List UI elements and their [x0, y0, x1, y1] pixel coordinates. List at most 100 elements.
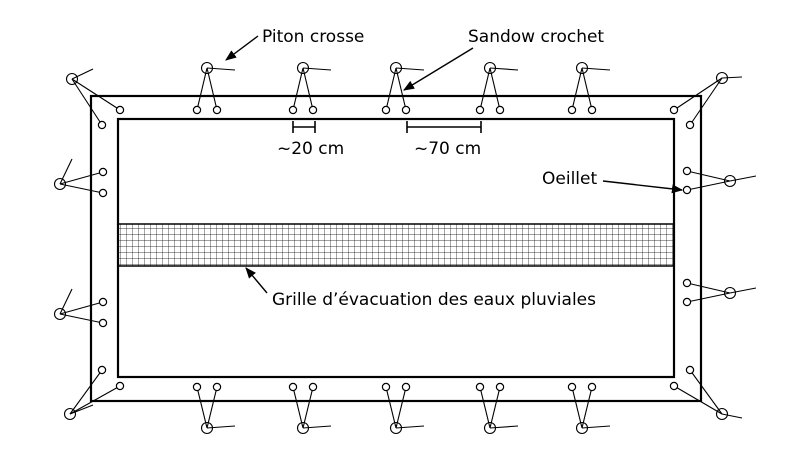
oeillet-arrow [602, 180, 684, 194]
eyelet [288, 382, 298, 392]
eyelet [98, 297, 108, 307]
eyelet [495, 382, 505, 392]
sandow-cord [479, 67, 491, 111]
sandow-cord [689, 369, 723, 415]
eyelet [475, 382, 485, 392]
sandow-cord [292, 67, 304, 111]
sandow-cord [395, 386, 407, 429]
sandow-cord [686, 282, 731, 294]
piton-crosse [53, 307, 67, 321]
eyelet [192, 382, 202, 392]
sandow-cord [59, 301, 104, 315]
piton-crosse [63, 407, 77, 421]
eyelet [682, 185, 692, 195]
eyelet [669, 105, 679, 115]
eyelet [381, 105, 391, 115]
label-spacing-20cm: ~20 cm [277, 139, 344, 159]
piton-crosse-shaft [581, 67, 611, 71]
sandow-cord [206, 386, 218, 429]
piton-crosse-shaft [581, 425, 611, 429]
sandow-cord [689, 77, 723, 126]
eyelet [192, 105, 202, 115]
dimension-70cm [406, 121, 482, 133]
sandow-cord [69, 385, 121, 415]
sandow-cord [69, 369, 103, 415]
sandow-cord [571, 386, 583, 429]
sandow-cord [673, 77, 723, 111]
label-oeillet: Oeillet [542, 169, 597, 189]
eyelet [567, 105, 577, 115]
piton-crosse [723, 174, 737, 188]
eyelet [685, 120, 695, 130]
eyelet [288, 105, 298, 115]
eyelet [98, 167, 108, 177]
sandow-cord [479, 386, 491, 429]
piton-crosse-shaft [721, 76, 743, 79]
eyelet [381, 382, 391, 392]
piton-crosse-shaft [71, 68, 94, 80]
eyelet [475, 105, 485, 115]
sandow-cord [196, 67, 208, 111]
drainage-grid [117, 223, 675, 267]
eyelet [212, 382, 222, 392]
sandow-cord [673, 385, 723, 415]
sandow-cord [489, 67, 501, 111]
sandow-cord [686, 170, 731, 182]
eyelet [567, 382, 577, 392]
hardware-group [53, 61, 757, 435]
piton-crosse-shaft [729, 287, 757, 294]
piton-crosse-shaft [59, 288, 73, 315]
eyelet [587, 382, 597, 392]
piton-crosse-shaft [69, 404, 94, 415]
label-grille: Grille d’évacuation des eaux pluviales [272, 290, 596, 310]
sandow-cord [71, 78, 103, 126]
eyelet [97, 120, 107, 130]
piton-crosse [723, 286, 737, 300]
piton-crosse-shaft [489, 425, 519, 429]
piton-crosse-shaft [721, 413, 743, 419]
grille-arrow [245, 267, 268, 294]
sandow-cord [302, 386, 314, 429]
sandow-cord [59, 171, 104, 185]
sandow-cord [59, 183, 104, 194]
piton-crosse [53, 177, 67, 191]
sandow-arrow [403, 47, 474, 91]
piton-crosse [715, 407, 729, 421]
piton-crosse-shaft [59, 158, 73, 185]
sandow-cord [686, 180, 731, 191]
sandow-cord [385, 67, 397, 111]
piton-crosse-shaft [395, 425, 425, 429]
sandow-cord [581, 67, 593, 111]
sandow-cord [71, 78, 121, 111]
eyelet [98, 188, 108, 198]
sandow-cord [581, 386, 593, 429]
piton-crosse [65, 72, 79, 86]
sandow-cord [196, 386, 208, 429]
sandow-cord [489, 386, 501, 429]
sandow-cord [385, 386, 397, 429]
piton-crosse-shaft [729, 175, 757, 182]
tarp-outer-border [89, 94, 703, 403]
dimension-20cm [292, 121, 316, 133]
eyelet [212, 105, 222, 115]
sandow-cord [302, 67, 314, 111]
eyelet [98, 318, 108, 328]
piton-crosse-shaft [206, 425, 236, 429]
sandow-cord [686, 292, 731, 303]
piton-crosse-shaft [302, 425, 332, 429]
eyelet [401, 382, 411, 392]
label-sandow-crochet: Sandow crochet [468, 27, 604, 47]
eyelet [308, 382, 318, 392]
piton-arrow [225, 35, 259, 61]
piton-crosse-shaft [206, 67, 236, 71]
sandow-cord [395, 67, 407, 111]
sandow-cord [571, 67, 583, 111]
eyelet [682, 297, 692, 307]
eyelet [308, 105, 318, 115]
eyelet [97, 365, 107, 375]
eyelet [495, 105, 505, 115]
label-piton-crosse: Piton crosse [262, 27, 364, 47]
sandow-cord [206, 67, 218, 111]
